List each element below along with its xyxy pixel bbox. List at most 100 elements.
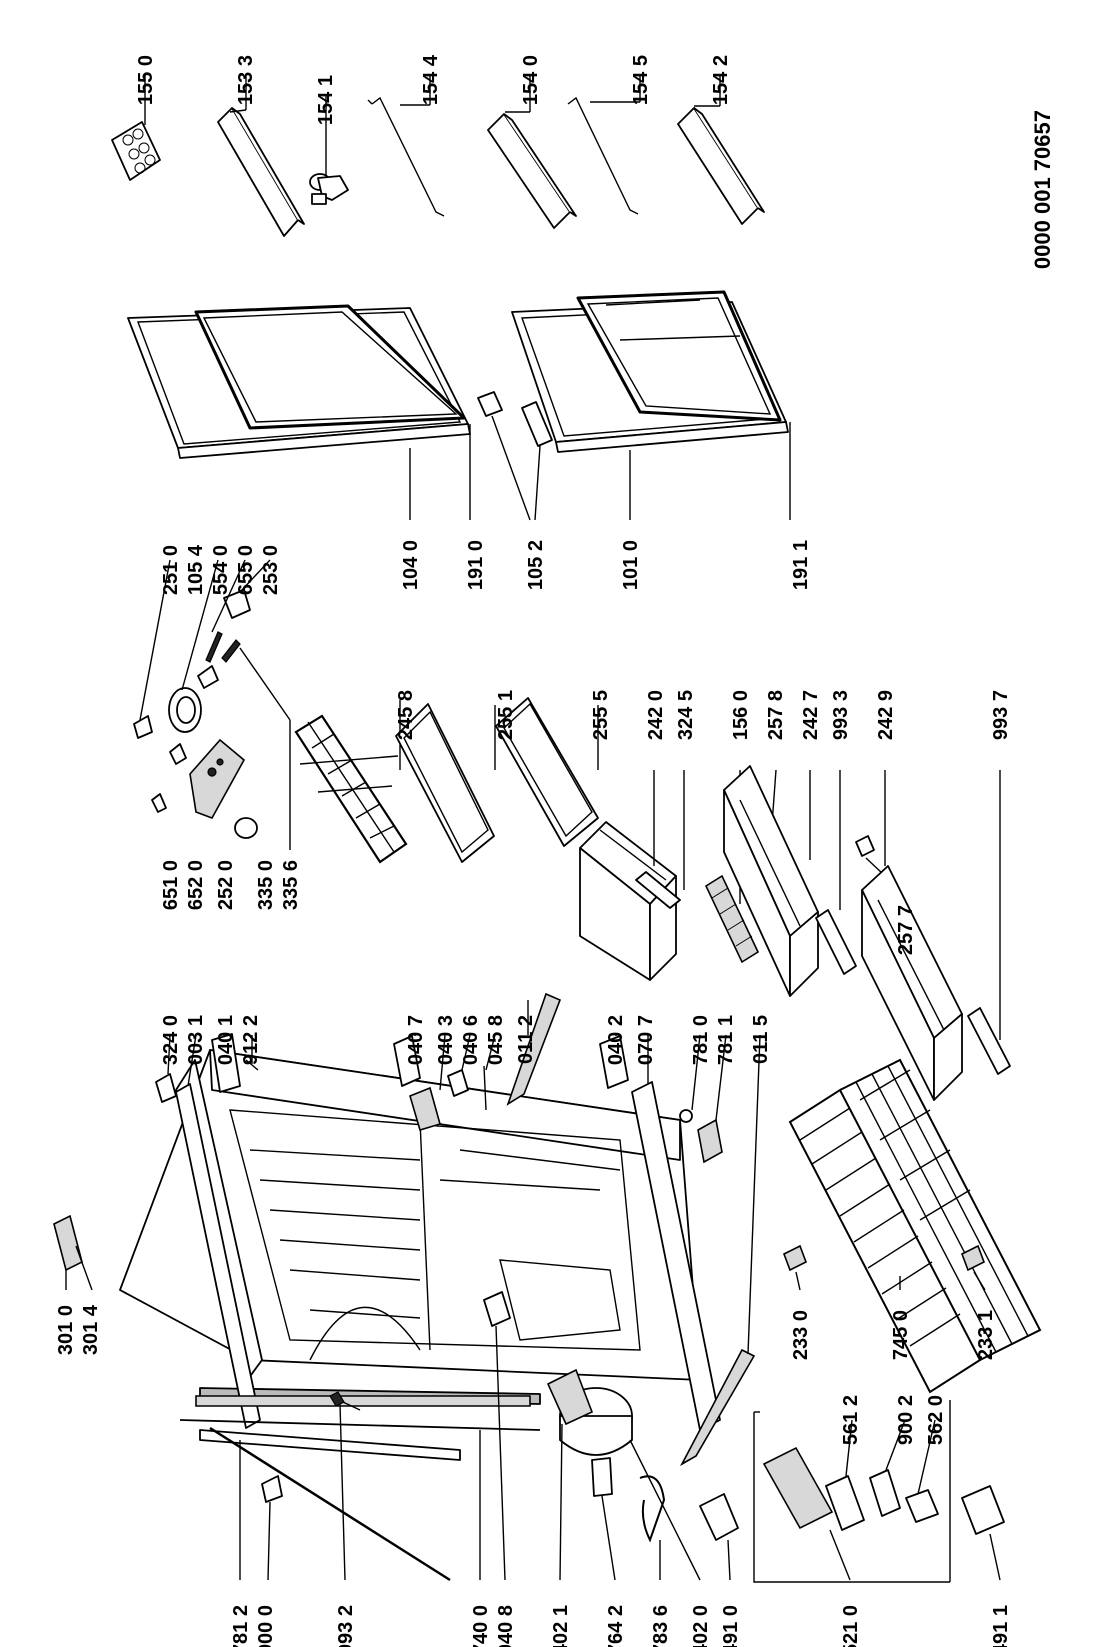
drawer-flap-part bbox=[815, 770, 857, 975]
part-callout-c-3350: 335 0 bbox=[255, 860, 277, 910]
part-callout-c-4020: 402 0 bbox=[690, 1605, 712, 1647]
part-callout-c-3245: 324 5 bbox=[675, 690, 697, 740]
wire-basket-part bbox=[788, 1058, 1042, 1394]
part-callout-c-9937: 993 7 bbox=[990, 690, 1012, 740]
part-callout-c-1560: 156 0 bbox=[730, 690, 752, 740]
part-callout-c-3356: 335 6 bbox=[280, 860, 302, 910]
basket-clip-part-2 bbox=[960, 1244, 986, 1291]
condenser-part bbox=[179, 1395, 541, 1580]
door-shelf-part-3 bbox=[677, 75, 765, 225]
drawer-flap-part-2 bbox=[967, 770, 1011, 1075]
part-callout-c-1542: 154 2 bbox=[710, 55, 732, 105]
part-callout-c-2520: 252 0 bbox=[215, 860, 237, 910]
part-callout-c-1040: 104 0 bbox=[400, 540, 422, 590]
part-callout-c-1052: 105 2 bbox=[525, 540, 547, 590]
part-callout-c-2331: 233 1 bbox=[975, 1310, 997, 1360]
part-callout-c-0406: 040 6 bbox=[460, 1015, 482, 1065]
part-callout-c-0408: 040 8 bbox=[495, 1605, 517, 1647]
door-shelf-part bbox=[217, 75, 305, 237]
part-callout-c-7450: 745 0 bbox=[890, 1310, 912, 1360]
part-callout-c-1550: 155 0 bbox=[135, 55, 157, 105]
basket-clip-part bbox=[782, 1244, 808, 1291]
part-callout-c-7836: 783 6 bbox=[650, 1605, 672, 1647]
part-callout-c-5540: 554 0 bbox=[210, 545, 232, 595]
part-callout-c-5620: 562 0 bbox=[925, 1395, 947, 1445]
part-callout-c-6550: 655 0 bbox=[235, 545, 257, 595]
part-callout-c-0031: 003 1 bbox=[185, 1015, 207, 1065]
glass-shelf-part bbox=[395, 703, 496, 863]
egg-tray-part bbox=[111, 75, 161, 181]
part-callout-c-1910: 191 0 bbox=[465, 540, 487, 590]
part-callout-c-4911: 491 1 bbox=[990, 1605, 1012, 1647]
part-callout-c-2427: 242 7 bbox=[800, 690, 822, 740]
part-callout-c-1540: 154 0 bbox=[520, 55, 542, 105]
middle-hinge-part bbox=[393, 1034, 496, 1131]
part-callout-c-1545: 154 5 bbox=[630, 55, 652, 105]
callout-labels: 155 0 153 3 154 1 154 4 154 0 154 5 154 2 251 0… bbox=[55, 54, 1012, 1647]
electrical-kit bbox=[753, 1400, 951, 1583]
part-callout-c-3010: 301 0 bbox=[55, 1305, 77, 1355]
wire-rod-part bbox=[209, 1426, 451, 1582]
bottle-rod-part-2 bbox=[567, 75, 641, 215]
part-callout-c-6520: 652 0 bbox=[185, 860, 207, 910]
document-number: 0000 001 70657 bbox=[1030, 110, 1055, 269]
part-callout-c-0407: 040 7 bbox=[405, 1015, 427, 1065]
part-callout-c-0402: 040 2 bbox=[605, 1015, 627, 1065]
part-callout-c-9000: 900 0 bbox=[255, 1605, 277, 1647]
dairy-flap-part bbox=[309, 95, 349, 205]
part-callout-c-9122: 912 2 bbox=[240, 1015, 262, 1065]
bottom-hinge-part bbox=[599, 1035, 721, 1431]
thermostat-assembly bbox=[133, 559, 291, 850]
part-callout-c-2510: 251 0 bbox=[160, 545, 182, 595]
part-callout-c-6510: 651 0 bbox=[160, 860, 182, 910]
part-callout-c-9933: 993 3 bbox=[830, 690, 852, 740]
part-callout-c-7810: 781 0 bbox=[690, 1015, 712, 1065]
wiring-part bbox=[329, 1391, 361, 1581]
door-shelf-part-2 bbox=[487, 75, 577, 229]
part-callout-c-1911: 191 1 bbox=[790, 540, 812, 590]
part-callout-c-0403: 040 3 bbox=[435, 1015, 457, 1065]
top-hinge-part bbox=[211, 1033, 259, 1093]
upper-door-part bbox=[127, 304, 471, 520]
part-callout-c-3240: 324 0 bbox=[160, 1015, 182, 1065]
glass-shelf-part-2 bbox=[495, 697, 599, 847]
part-callout-c-2551: 255 1 bbox=[495, 690, 517, 740]
part-callout-c-0401: 040 1 bbox=[215, 1015, 237, 1065]
part-callout-c-7400: 740 0 bbox=[470, 1605, 492, 1647]
top-fixing-part bbox=[53, 1214, 93, 1291]
lower-door-part bbox=[511, 290, 791, 520]
part-callout-c-0115: 011 5 bbox=[750, 1015, 772, 1064]
part-callout-c-5210: 521 0 bbox=[840, 1605, 862, 1647]
wire-shelf-part bbox=[294, 700, 408, 864]
part-callout-c-7811: 781 1 bbox=[715, 1015, 737, 1065]
freezer-drawer-part bbox=[723, 765, 819, 997]
part-callout-c-2578: 257 8 bbox=[765, 690, 787, 740]
part-callout-c-5612: 561 2 bbox=[840, 1395, 862, 1445]
door-hinge-part bbox=[477, 391, 553, 521]
part-callout-c-4910: 491 0 bbox=[720, 1605, 742, 1647]
part-callout-c-2555: 255 5 bbox=[590, 690, 612, 740]
part-callout-c-1533: 153 3 bbox=[235, 55, 257, 105]
part-callout-c-0458: 045 8 bbox=[485, 1015, 507, 1065]
part-callout-c-2458: 245 8 bbox=[395, 690, 417, 740]
rail-part bbox=[506, 992, 562, 1106]
top-trim-part bbox=[155, 1034, 261, 1429]
rail-part-2 bbox=[680, 1034, 761, 1467]
compressor-part bbox=[546, 1368, 701, 1581]
part-callout-c-7812: 781 2 bbox=[230, 1605, 252, 1647]
part-callout-c-1544: 154 4 bbox=[420, 54, 442, 105]
part-callout-c-2420: 242 0 bbox=[645, 690, 667, 740]
part-callout-c-2330: 233 0 bbox=[790, 1310, 812, 1360]
lamp-cover-part bbox=[699, 1493, 739, 1581]
part-callout-c-2577: 257 7 bbox=[895, 905, 917, 955]
part-callout-c-9932: 993 2 bbox=[335, 1605, 357, 1647]
part-callout-c-9002: 900 2 bbox=[895, 1395, 917, 1445]
bracket-part bbox=[483, 1291, 511, 1581]
part-callout-c-1541: 154 1 bbox=[315, 75, 337, 125]
part-callout-c-2429: 242 9 bbox=[875, 690, 897, 740]
filter-dryer-part bbox=[591, 1457, 616, 1581]
part-callout-c-0112: 011 2 bbox=[515, 1015, 537, 1064]
crisper-drawer-part bbox=[579, 770, 677, 981]
part-callout-c-7642: 764 2 bbox=[605, 1605, 627, 1647]
